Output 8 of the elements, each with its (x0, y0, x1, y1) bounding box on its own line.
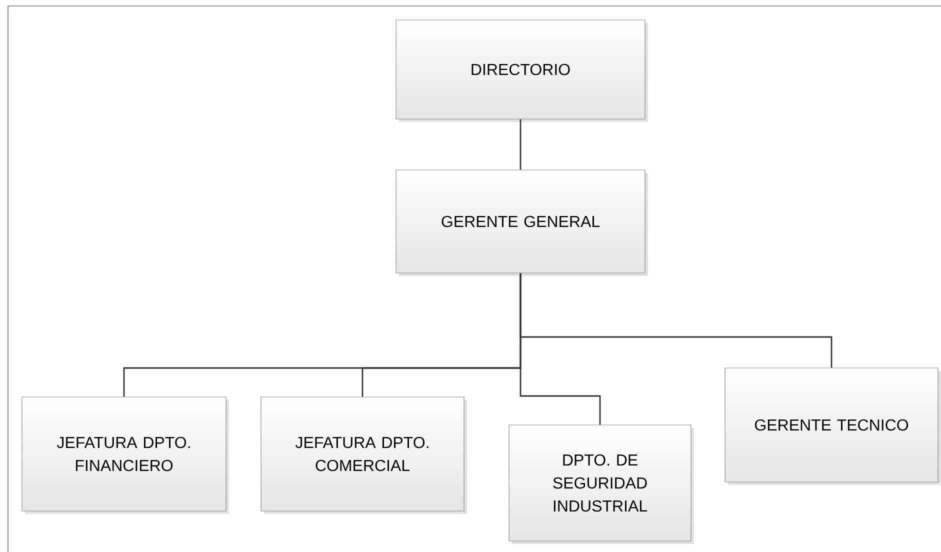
org-box: DPTO. DE SEGURIDAD INDUSTRIAL (508, 424, 694, 544)
org-box: DIRECTORIO (396, 20, 648, 122)
org-box: JEFATURA DPTO. FINANCIERO (22, 396, 229, 514)
connector-line (520, 119, 522, 170)
org-box: JEFATURA DPTO. COMERCIAL (260, 396, 467, 514)
connector-line (520, 273, 832, 368)
org-box: GERENTE GENERAL (396, 170, 648, 276)
org-box: GERENTE TECNICO (724, 368, 941, 485)
